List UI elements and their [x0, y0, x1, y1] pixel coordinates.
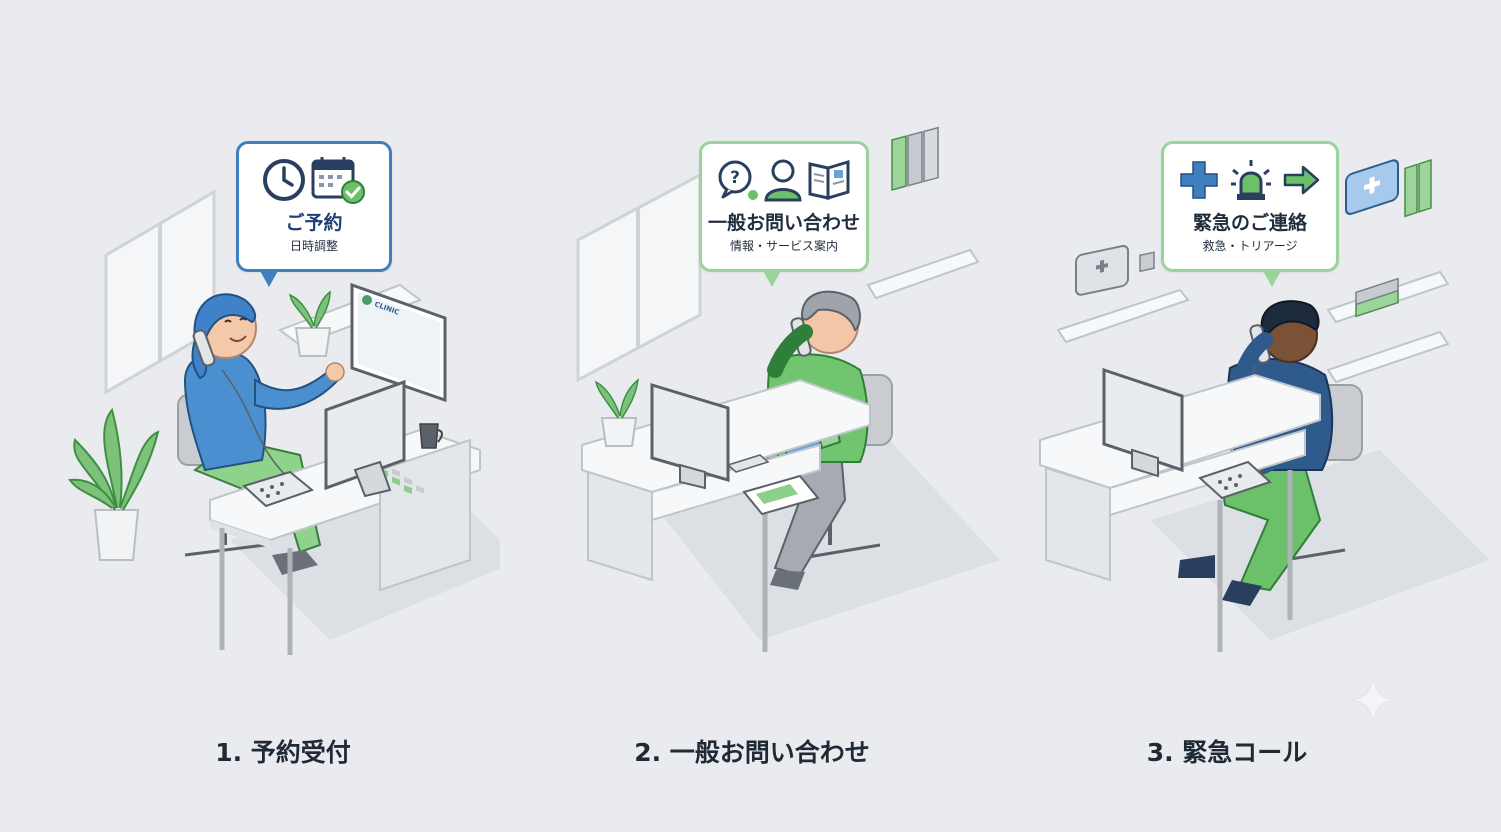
inquiry-illustration [576, 126, 1000, 652]
desk-plant [594, 378, 639, 447]
caption-general-inquiry: 2. 一般お問い合わせ [634, 738, 870, 767]
emergency-bubble: 緊急のご連絡 救急・トリアージ [1161, 141, 1339, 287]
emergency-bubble-title: 緊急のご連絡 [1192, 212, 1307, 234]
monitor [1102, 367, 1184, 478]
desk-phone [1198, 460, 1272, 500]
left-shelf-first-aid [1056, 244, 1190, 344]
caption-emergency: 3. 緊急コール [1146, 738, 1308, 767]
emergency-illustration [1039, 158, 1490, 652]
appointment-icons [262, 154, 366, 206]
bubble-tail [1262, 269, 1282, 287]
monitor [650, 382, 730, 490]
floor-plant [68, 407, 160, 561]
person-icon [764, 159, 802, 202]
document-on-desk [742, 474, 820, 516]
svg-text:?: ? [730, 168, 740, 188]
desk-plant [288, 290, 332, 357]
desk-phone [242, 470, 315, 508]
inquiry-icons: ? [717, 154, 851, 206]
emergency-icons [1179, 154, 1321, 206]
front-monitor [324, 379, 406, 498]
right-shelf-first-aid [1326, 158, 1450, 384]
coffee-mug [419, 423, 443, 449]
scene-general-inquiry: ? 一般お問い合わせ 情報・サービス案内 2. 一般お問い合わせ [500, 0, 1000, 832]
medical-cross-icon [1180, 161, 1218, 199]
sparkle-icon [1349, 675, 1397, 725]
scene-emergency: 緊急のご連絡 救急・トリアージ 3. 緊急コール [1000, 0, 1501, 832]
clock-icon [263, 159, 305, 201]
keyboard [726, 454, 770, 473]
binder-shelf [866, 126, 980, 300]
inquiry-bubble-subtitle: 情報・サービス案内 [729, 239, 838, 253]
question-bubble-icon: ? [718, 160, 758, 200]
calendar-check-icon [311, 157, 365, 204]
arrow-right-icon [1283, 165, 1320, 195]
appointment-bubble-title: ご予約 [285, 212, 343, 234]
bubble-tail [762, 269, 782, 287]
inquiry-bubble: ? 一般お問い合わせ 情報・サービス案内 [699, 141, 869, 287]
brochure-icon [808, 159, 850, 201]
window [576, 172, 702, 383]
inquiry-bubble-title: 一般お問い合わせ [707, 212, 860, 234]
appointment-bubble-subtitle: 日時調整 [289, 239, 338, 253]
caption-appointment: 1. 予約受付 [215, 738, 351, 767]
calendar-monitor: CLINIC [350, 282, 447, 494]
emergency-bubble-subtitle: 救急・トリアージ [1202, 239, 1298, 253]
bubble-tail [259, 269, 279, 287]
alarm-light-icon [1231, 160, 1271, 200]
appointment-bubble: ご予約 日時調整 [236, 141, 392, 287]
scene-appointment: CLINIC [0, 0, 500, 832]
appointment-illustration: CLINIC [68, 189, 500, 655]
